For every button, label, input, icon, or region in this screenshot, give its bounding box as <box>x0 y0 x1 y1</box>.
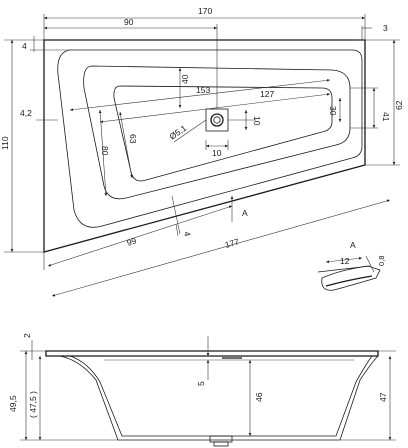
dim-drain-10-v: 10 <box>252 116 262 126</box>
side-shell-outer <box>59 355 379 441</box>
side-dim-47: 47 <box>378 392 388 402</box>
drain-hole <box>210 113 224 127</box>
detail-a: A 12 0,8 <box>317 240 386 291</box>
dim-bottom-177: 177 <box>224 236 241 250</box>
inner-rim-outline <box>57 49 363 228</box>
detail-dim-08: 0,8 <box>377 256 386 266</box>
dim-drain-10-h: 10 <box>212 148 222 158</box>
side-dim-5: 5 <box>196 381 206 386</box>
detail-profile <box>321 265 381 291</box>
side-dim-2: 2 <box>22 333 32 338</box>
side-rim <box>45 350 379 357</box>
section-label: A <box>242 208 248 218</box>
dim-left-offset: 4,2 <box>20 108 32 118</box>
dim-inner-127: 127 <box>260 89 274 99</box>
detail-dim-12: 12 <box>340 256 350 266</box>
dim-inner-41: 41 <box>381 112 391 122</box>
dim-top-right: 3 <box>383 23 388 33</box>
side-view: 2 49,5 ( 47,5 ) 5 46 47 <box>8 333 396 447</box>
dim-drain-diameter: Ø5,1 <box>167 123 188 142</box>
dim-inner-63: 63 <box>128 134 138 144</box>
side-shell-inner <box>69 355 373 437</box>
dim-inner-153: 153 <box>196 85 210 95</box>
dim-bottom-4: 4 <box>182 231 193 238</box>
basin-floor-outline <box>113 85 333 182</box>
dim-inner-40: 40 <box>180 74 190 84</box>
side-dim-46: 46 <box>254 392 264 402</box>
dim-inner-80: 80 <box>100 146 110 156</box>
drain-square <box>205 108 229 132</box>
dim-inner-62: 62 <box>394 100 404 110</box>
dim-left-small: 4 <box>22 41 27 51</box>
dim-left-height: 110 <box>0 136 10 150</box>
dim-top-overall: 170 <box>198 6 212 16</box>
side-dim-495: 49,5 <box>8 395 18 412</box>
side-dim-475: ( 47,5 ) <box>28 391 38 418</box>
side-drain <box>209 435 233 443</box>
top-view: A 170 90 3 4 110 4,2 153 127 40 80 63 30… <box>0 6 404 297</box>
dim-inner-30: 30 <box>328 106 338 116</box>
outer-rim-outline <box>43 39 366 253</box>
detail-label: A <box>350 240 356 250</box>
dim-top-inner: 90 <box>124 17 134 27</box>
dim-bottom-99: 99 <box>126 235 138 248</box>
